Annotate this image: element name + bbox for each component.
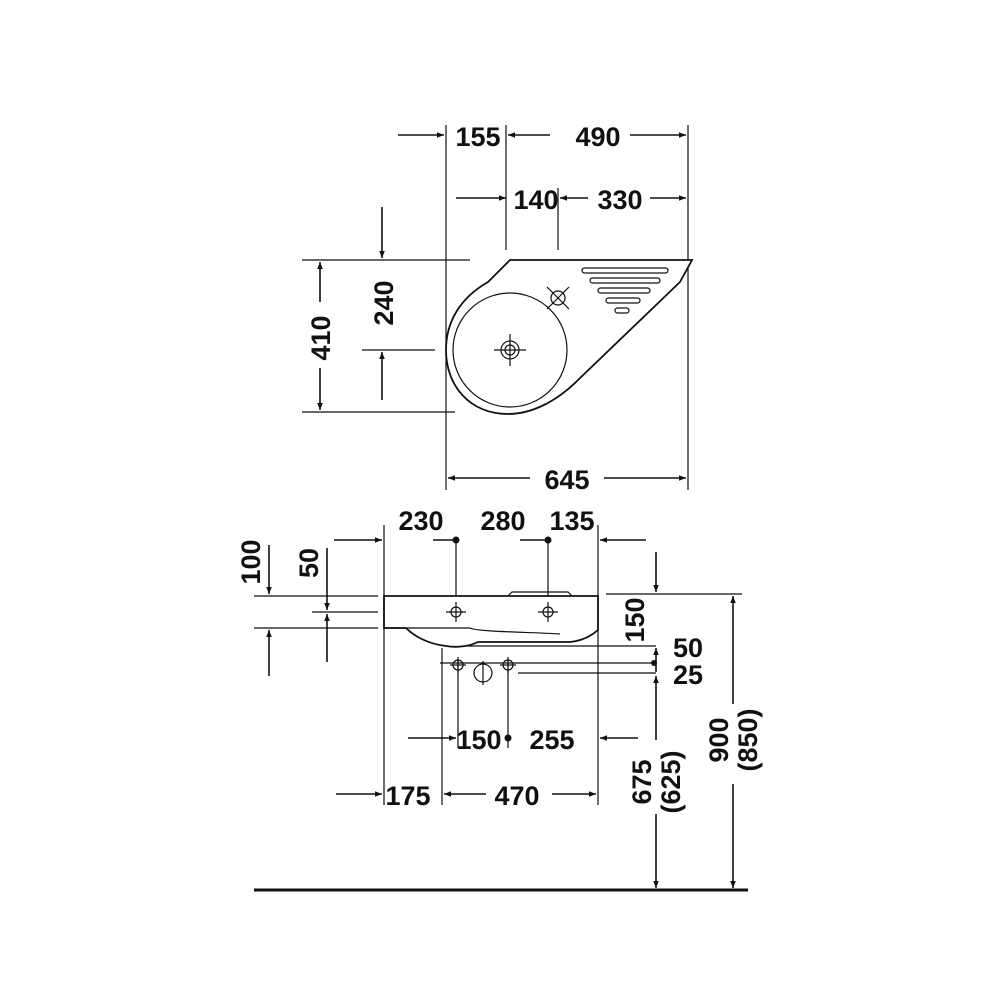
dim-625: (625) (656, 750, 686, 813)
dim-135: 135 (549, 506, 594, 536)
dim-230: 230 (398, 506, 443, 536)
dim-490: 490 (575, 122, 620, 152)
dim-175: 175 (385, 781, 430, 811)
tap-hole-icon (546, 286, 570, 310)
dim-850: (850) (733, 708, 763, 771)
dim-470: 470 (494, 781, 539, 811)
dim-255: 255 (529, 725, 574, 755)
dim-25: 25 (673, 660, 703, 690)
shelf-grooves (581, 267, 669, 314)
dim-100: 100 (236, 539, 266, 584)
dim-155: 155 (455, 122, 500, 152)
dim-330: 330 (597, 185, 642, 215)
bowl-outline (452, 292, 568, 408)
wall-fixing-left-icon (450, 657, 466, 673)
dim-150-right: 150 (620, 597, 650, 642)
basin-outline-front (383, 595, 599, 648)
dim-410: 410 (306, 315, 336, 360)
waste-outlet-icon (473, 661, 493, 685)
drain-position-marker-icon (446, 602, 466, 622)
dim-150-bottom: 150 (456, 725, 501, 755)
drain-icon (494, 334, 526, 366)
dim-240: 240 (369, 280, 399, 325)
dim-675: 675 (627, 759, 657, 804)
dim-50-left: 50 (294, 548, 324, 578)
plan-view: 155 490 140 330 410 240 645 (302, 122, 694, 495)
dim-900: 900 (704, 717, 734, 762)
dim-140: 140 (513, 185, 558, 215)
front-view: 230 280 135 100 50 150 50 25 150 255 175… (236, 506, 763, 892)
wall-fixing-right-icon (500, 657, 516, 673)
dim-645: 645 (544, 465, 589, 495)
dim-50-right: 50 (673, 633, 703, 663)
dim-280: 280 (480, 506, 525, 536)
tap-position-marker-icon (538, 602, 558, 622)
